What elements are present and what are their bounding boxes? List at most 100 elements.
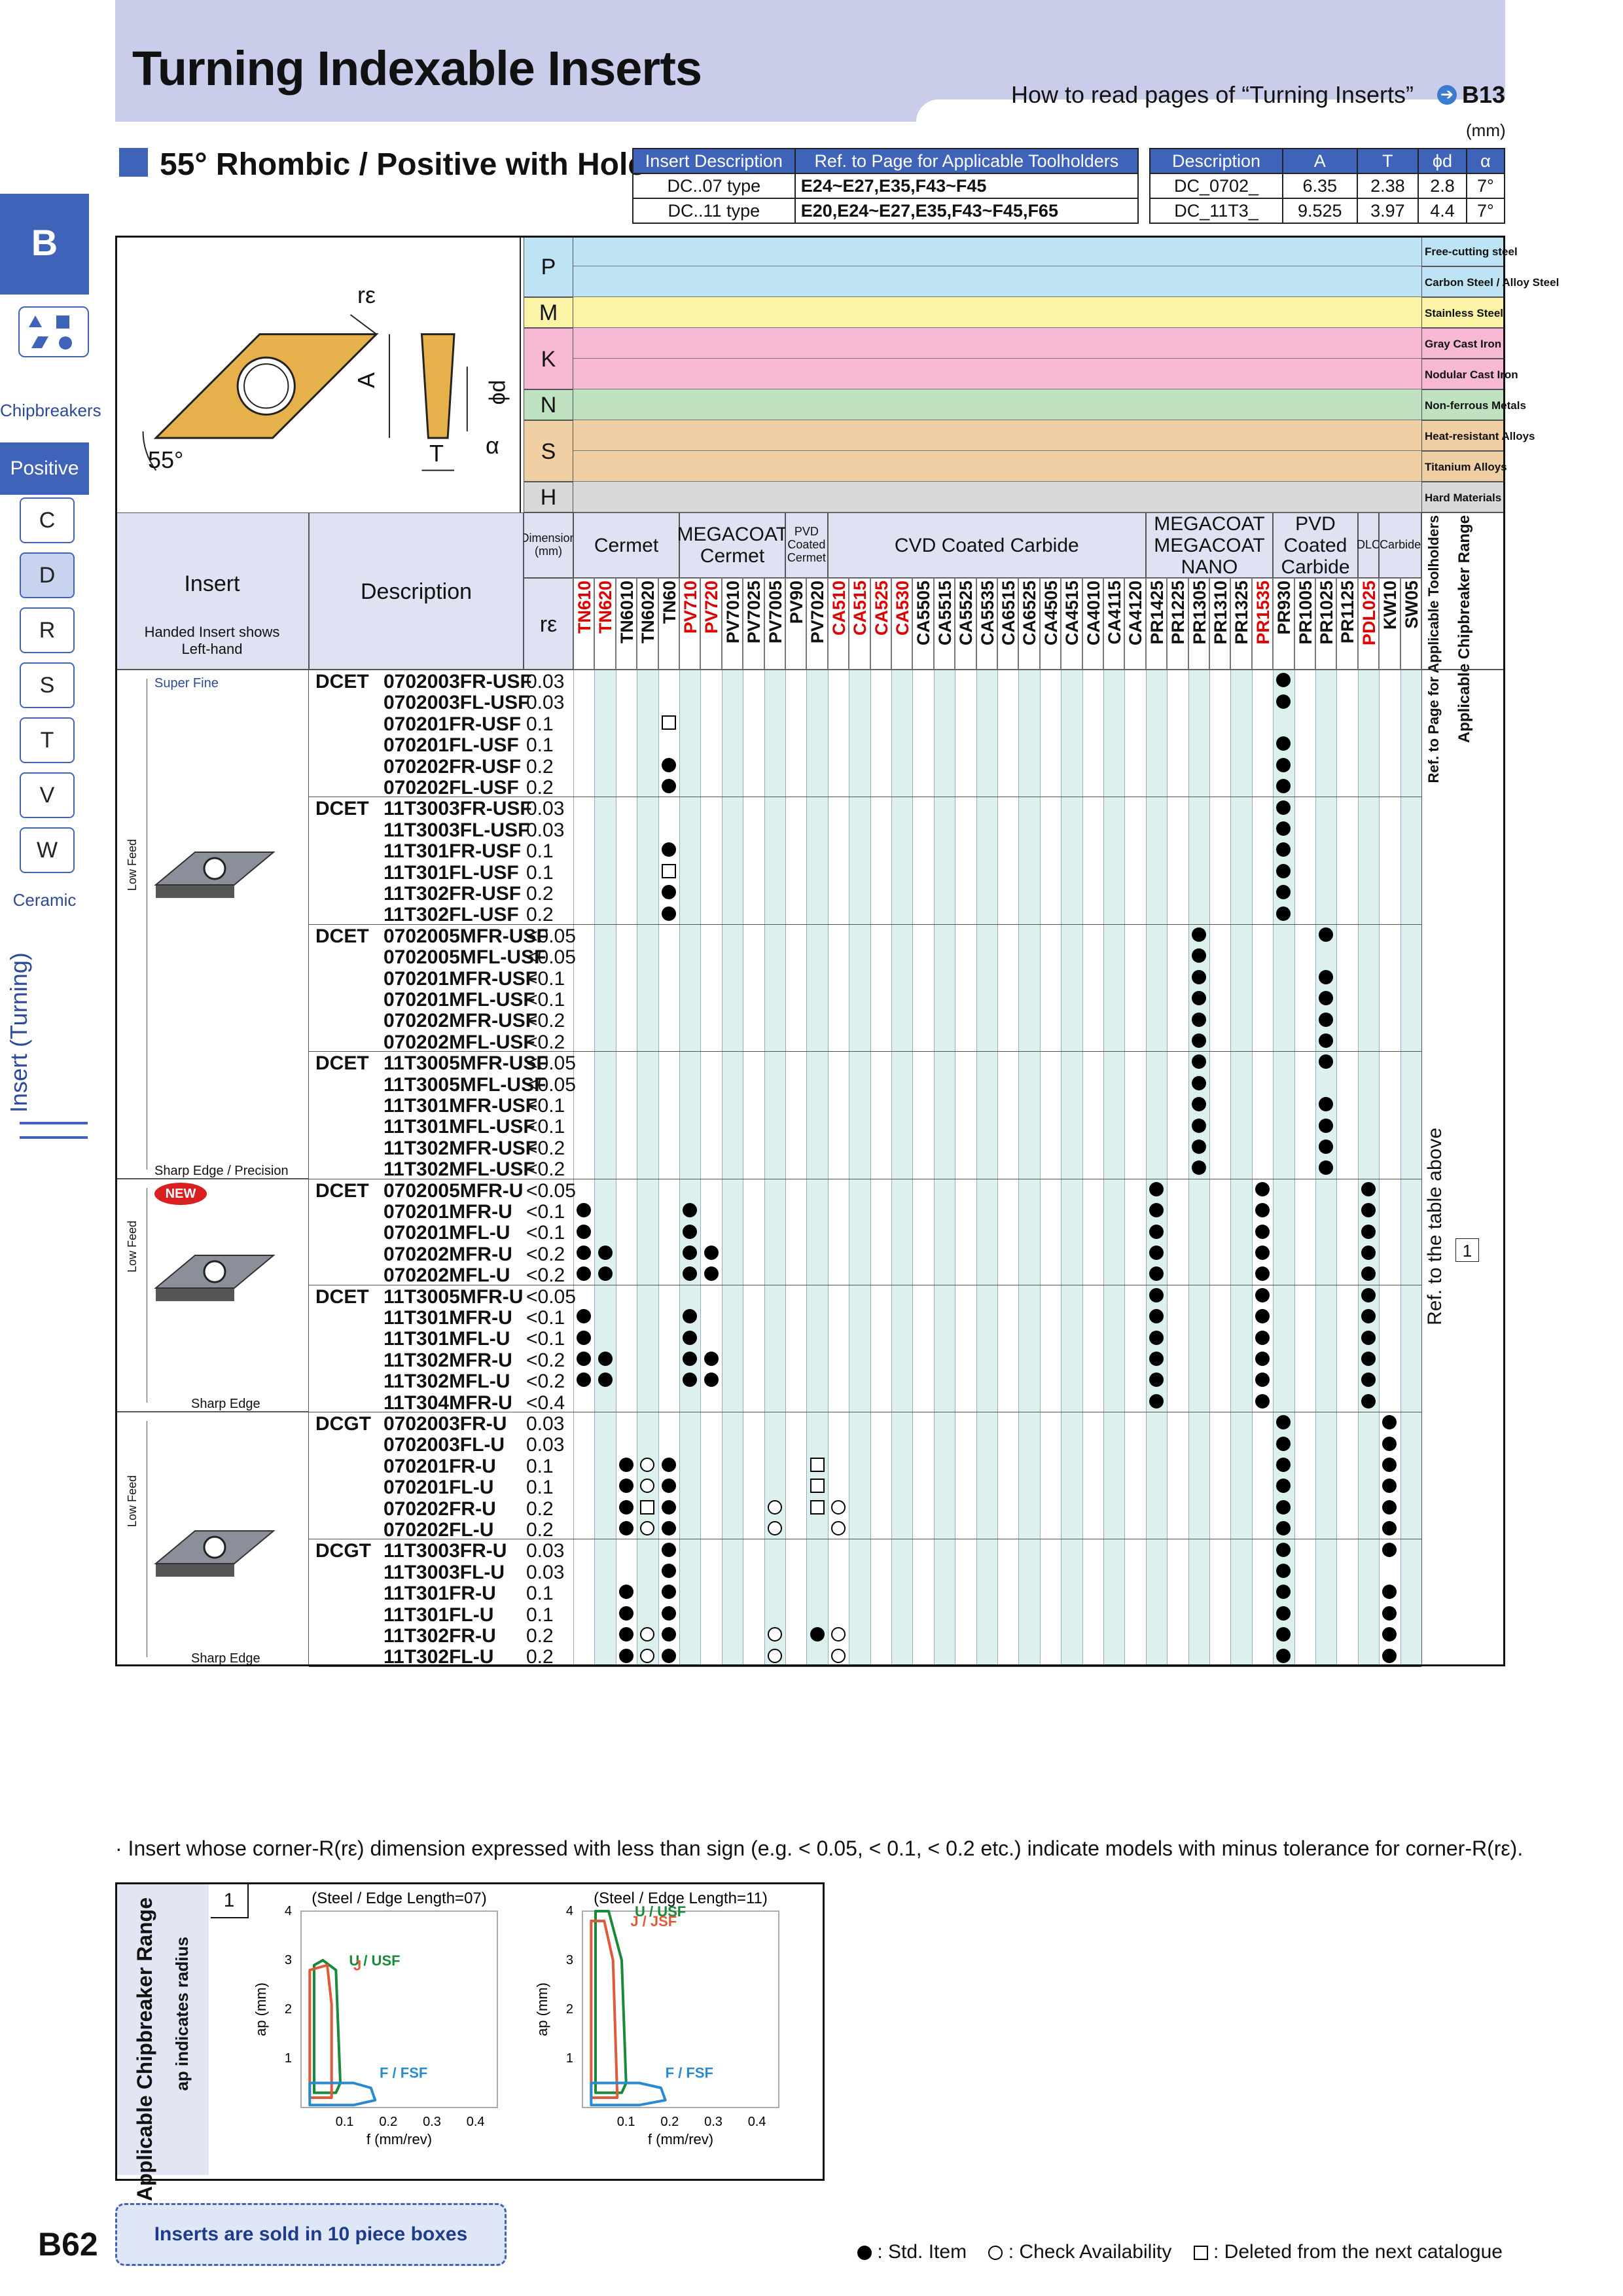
insert-code[interactable]: 11T301MFR-U	[383, 1307, 512, 1329]
corner-radius: <0.2	[526, 1031, 565, 1053]
insert-code[interactable]: 11T302MFL-USF	[383, 1158, 535, 1181]
insert-code[interactable]: 070201FL-USF	[383, 734, 519, 757]
insert-prefix[interactable]: DCET	[315, 671, 369, 692]
insert-code[interactable]: 070202MFL-U	[383, 1265, 510, 1287]
insert-code[interactable]: 070201FL-U	[383, 1477, 494, 1499]
insert-code[interactable]: 070201FR-USF	[383, 713, 522, 735]
insert-code[interactable]: 070201MFL-USF	[383, 989, 535, 1011]
insert-code[interactable]: 0702005MFR-U	[383, 1179, 524, 1202]
insert-code[interactable]: 11T302FR-U	[383, 1625, 496, 1647]
insert-code[interactable]: 070202MFR-U	[383, 1243, 512, 1265]
insert-prefix[interactable]: DCET	[315, 1052, 369, 1075]
material-band	[573, 451, 1421, 482]
section-tab[interactable]: B	[0, 194, 89, 295]
insert-code[interactable]: 070201FR-U	[383, 1455, 496, 1477]
series-label: F / FSF	[380, 2065, 427, 2081]
std-mark	[1149, 1224, 1164, 1239]
grade-header-cell	[785, 578, 807, 670]
shape-d[interactable]: D	[20, 552, 75, 598]
insert-code[interactable]: 070202MFR-USF	[383, 1010, 538, 1032]
handed-note: Handed Insert shows Left-hand	[144, 624, 280, 657]
insert-code[interactable]: 11T302MFL-U	[383, 1371, 510, 1393]
insert-code[interactable]: 070202FR-USF	[383, 755, 522, 778]
corner-radius: 0.2	[526, 1498, 554, 1520]
insert-code[interactable]: 0702005MFL-USF	[383, 946, 546, 969]
insert-code[interactable]: 11T302FR-USF	[383, 883, 522, 905]
td: DC_0702_	[1149, 173, 1284, 199]
arrow-icon[interactable]: ➔	[1437, 85, 1457, 105]
insert-code[interactable]: 11T3003FR-U	[383, 1540, 507, 1562]
insert-code[interactable]: 11T301FR-U	[383, 1583, 496, 1605]
insert-code[interactable]: 11T302FL-U	[383, 1646, 494, 1668]
insert-code[interactable]: 11T301MFL-USF	[383, 1116, 535, 1138]
shape-w[interactable]: W	[20, 827, 75, 873]
insert-prefix[interactable]: DCET	[315, 925, 369, 947]
insert-code[interactable]: 070202FL-U	[383, 1519, 494, 1541]
insert-prefix[interactable]: DCET	[315, 1285, 369, 1308]
insert-prefix[interactable]: DCET	[315, 1179, 369, 1202]
grade-column	[827, 670, 849, 1666]
insert-code[interactable]: 11T301FL-U	[383, 1604, 494, 1626]
shape-s[interactable]: S	[20, 662, 75, 708]
insert-code[interactable]: 070201MFR-U	[383, 1201, 512, 1223]
shape-v[interactable]: V	[20, 772, 75, 818]
shape-r[interactable]: R	[20, 607, 75, 653]
insert-code[interactable]: 11T304MFR-U	[383, 1391, 512, 1414]
corner-radius: 0.1	[526, 840, 554, 863]
std-mark	[1191, 1139, 1206, 1154]
insert-block-line	[147, 679, 192, 1170]
insert-code[interactable]: 11T301MFL-U	[383, 1328, 510, 1350]
insert-code[interactable]: 0702005MFR-USF	[383, 925, 548, 947]
insert-prefix[interactable]: DCET	[315, 798, 369, 820]
insert-code[interactable]: 070202MFL-USF	[383, 1031, 535, 1053]
std-mark	[1382, 1605, 1397, 1621]
shape-c[interactable]: C	[20, 497, 75, 543]
grade-label: CA4505	[1041, 581, 1061, 646]
insert-prefix[interactable]: DCGT	[315, 1413, 371, 1435]
howto-ref[interactable]: B13	[1462, 81, 1506, 108]
std-mark	[661, 757, 676, 772]
sidebar-positive[interactable]: Positive	[0, 442, 89, 495]
insert-code[interactable]: 11T301FL-USF	[383, 861, 519, 884]
shape-t[interactable]: T	[20, 717, 75, 763]
insert-code[interactable]: 11T301FR-USF	[383, 840, 522, 863]
insert-code[interactable]: 0702003FR-U	[383, 1413, 507, 1435]
corner-radius: <0.2	[526, 1371, 565, 1393]
material-n: N	[524, 389, 573, 420]
material-band	[573, 328, 1421, 359]
insert-prefix[interactable]: DCGT	[315, 1540, 371, 1562]
insert-code[interactable]: 070201MFR-USF	[383, 967, 538, 990]
insert-code[interactable]: 11T302MFR-U	[383, 1349, 512, 1371]
x-tick-label: 0.1	[617, 2115, 635, 2129]
insert-code[interactable]: 11T302MFR-USF	[383, 1137, 538, 1159]
insert-code[interactable]: 11T301MFR-USF	[383, 1095, 538, 1117]
td: 3.97	[1356, 198, 1419, 224]
insert-code[interactable]: 11T3005MFL-USF	[383, 1073, 546, 1096]
insert-code[interactable]: 0702003FL-USF	[383, 692, 530, 714]
insert-code[interactable]: 11T3005MFR-USF	[383, 1052, 548, 1075]
insert-code[interactable]: 11T3003FR-USF	[383, 798, 532, 820]
insert-code[interactable]: 0702003FL-U	[383, 1434, 505, 1456]
grade-column	[743, 670, 764, 1666]
label-sharp-edge: Sharp Edge	[191, 1651, 260, 1666]
insert-code[interactable]: 11T3003FL-U	[383, 1561, 505, 1583]
corner-radius: <0.05	[526, 1052, 576, 1075]
howto-link-text[interactable]: How to read pages of “Turning Inserts”	[1011, 81, 1414, 108]
y-tick-label: 3	[566, 1953, 573, 1967]
std-mark	[661, 1564, 676, 1578]
insert-code[interactable]: 11T3003FL-USF	[383, 819, 530, 841]
insert-code[interactable]: 11T302FL-USF	[383, 904, 519, 926]
grade-column	[1082, 670, 1103, 1666]
insert-code[interactable]: 0702003FR-USF	[383, 671, 532, 692]
x-tick-label: 0.4	[467, 2115, 485, 2129]
std-mark	[661, 1499, 676, 1515]
insert-code[interactable]: 11T3005MFR-U	[383, 1285, 524, 1308]
sidebar-chipbreakers[interactable]: Chipbreakers	[0, 401, 101, 420]
insert-code[interactable]: 070201MFL-U	[383, 1222, 510, 1244]
grade-label: CA4115	[1105, 581, 1124, 645]
sidebar-ceramic[interactable]: Ceramic	[12, 890, 77, 910]
chipbreaker-shapes-icon[interactable]	[18, 306, 89, 357]
insert-code[interactable]: 070202FL-USF	[383, 777, 519, 798]
insert-code[interactable]: 070202FR-U	[383, 1498, 496, 1520]
